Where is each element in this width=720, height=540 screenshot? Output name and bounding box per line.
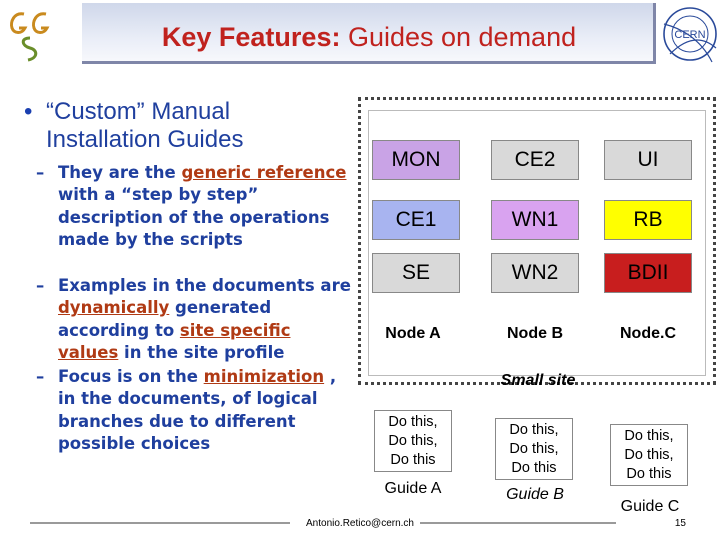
title-bold-part: Key Features: [161,22,341,52]
main-bullet-text: “Custom” Manual Installation Guides [46,98,244,153]
guide-b-label: Guide B [506,486,564,503]
guide-line: Do this, [509,440,559,457]
footer-email: Antonio.Retico@cern.ch [306,518,414,529]
sub2-text-a: Examples in the documents are [58,276,351,295]
sub2-text-b: generated according to [58,298,272,340]
sub-bullet-2-text: Examples in the documents are dynamicall… [58,275,354,365]
service-box-label: SE [401,261,430,284]
sub-bullet-1-text: They are the generic reference with a “s… [58,162,354,252]
service-box-wn1: WN1 [491,200,579,240]
cern-logo-text: CERN [674,29,705,41]
guide-a-document: Do this, Do this, Do this [374,410,452,472]
sub2-text-c: in the site profile [118,343,285,363]
guide-line: Do this [626,465,672,482]
service-box-label: MON [391,148,441,171]
sub2-highlight-site-specific-values: site specific values [58,320,291,363]
dash-icon: – [36,276,45,295]
gg-logo-icon [10,12,50,62]
sub1-text-a: They are the [58,163,182,182]
service-box-label: CE1 [395,208,437,231]
small-site-inner-frame [368,110,706,376]
sub-bullet-3: – Focus is on the minimization , in the … [36,366,354,456]
guide-c-document: Do this, Do this, Do this [610,424,688,486]
dash-icon: – [36,163,45,182]
node-label-c: Node.C [620,325,676,342]
sub1-highlight-generic-reference: generic reference [181,163,347,182]
service-box-se: SE [372,253,460,293]
footer-divider-left [30,522,290,524]
title-rest-part: Guides on demand [340,22,577,52]
guide-line: Do this, [388,413,438,430]
node-label-a: Node A [385,325,441,342]
sub-bullet-3-text: Focus is on the minimization , in the do… [58,366,354,456]
sub3-text-b: , in the documents, of logical branches … [58,367,337,454]
guide-line: Do this, [509,421,559,438]
sub3-text-a: Focus is on the [58,367,204,386]
service-box-label: WN2 [511,261,559,284]
guide-line: Do this, [388,432,438,449]
service-box-label: RB [633,208,663,231]
node-label-b: Node B [507,325,563,342]
footer-divider-right [420,522,616,524]
service-box-ui: UI [604,140,692,180]
sub-bullet-1: – They are the generic reference with a … [36,162,354,252]
page-number: 15 [674,518,686,529]
cern-logo-icon: CERN [663,7,717,63]
service-box-rb: RB [604,200,692,240]
service-box-label: CE2 [514,148,556,171]
guide-line: Do this [390,451,436,468]
service-box-mon: MON [372,140,460,180]
service-box-label: WN1 [511,208,559,231]
guide-line: Do this [511,459,557,476]
guide-line: Do this, [624,446,674,463]
service-box-wn2: WN2 [491,253,579,293]
service-box-ce1: CE1 [372,200,460,240]
slide-title: Key Features: Guides on demand [82,22,656,53]
service-box-ce2: CE2 [491,140,579,180]
small-site-frame [358,97,716,385]
guide-b-document: Do this, Do this, Do this [495,418,573,480]
sub1-text-b: with a “step by step” description of the… [58,185,330,250]
guide-c-label: Guide C [620,498,680,515]
sub3-highlight-minimization: minimization [203,367,325,386]
main-bullet: • “Custom” Manual Installation Guides [24,98,334,154]
bullet-dot-icon: • [24,98,33,125]
sub-bullet-2: – Examples in the documents are dynamica… [36,275,354,365]
guide-a-label: Guide A [384,480,442,497]
service-box-bdii: BDII [604,253,692,293]
title-banner [82,3,656,64]
sub2-highlight-dynamically: dynamically [58,298,170,318]
guide-line: Do this, [624,427,674,444]
service-box-label: BDII [627,261,669,284]
dash-icon: – [36,367,45,386]
small-site-label: Small site [500,372,576,389]
service-box-label: UI [637,148,659,171]
